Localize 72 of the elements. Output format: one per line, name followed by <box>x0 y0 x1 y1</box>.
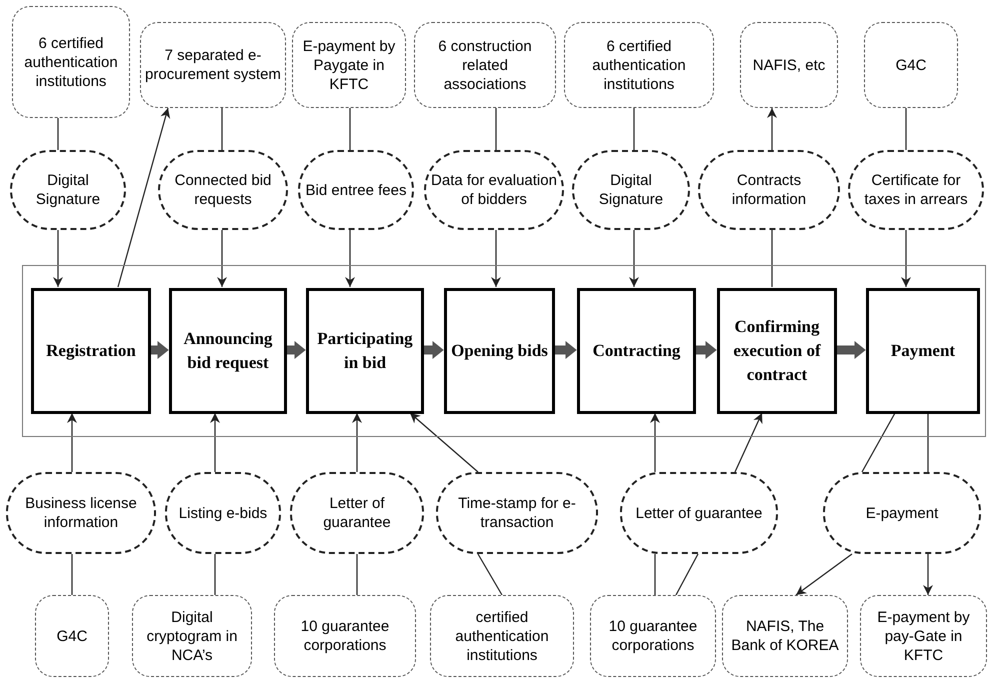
dashed-box: 6 certified authentication institutions <box>12 6 130 118</box>
arrow <box>767 108 777 150</box>
block-arrow <box>286 340 306 360</box>
dashed-box: 10 guarantee corporations <box>590 595 716 677</box>
arrow <box>650 413 660 472</box>
block-arrow <box>150 340 169 360</box>
arrow <box>923 554 933 595</box>
dashed-rounded-box: Bid entree fees <box>298 150 414 230</box>
connector-line <box>905 108 907 150</box>
dashed-rounded-box: Contracts information <box>698 150 840 230</box>
dashed-box: G4C <box>864 22 958 108</box>
connector-line <box>71 554 73 595</box>
dashed-rounded-box: Digital Signature <box>572 150 690 230</box>
arrow <box>629 230 639 287</box>
connector-line <box>356 554 358 595</box>
arrow <box>491 230 501 287</box>
dashed-box: 6 certified authentication institutions <box>564 22 714 108</box>
arrow <box>117 108 170 288</box>
process-box: Opening bids <box>444 288 555 414</box>
dashed-rounded-box: Letter of guarantee <box>620 472 778 554</box>
block-arrow <box>422 340 444 360</box>
process-box: Announcing bid request <box>169 288 287 414</box>
dashed-box: 10 guarantee corporations <box>274 595 416 677</box>
block-arrow <box>554 340 577 360</box>
connector-line <box>221 108 223 150</box>
dashed-box: E-payment by pay-Gate in KFTC <box>860 595 987 677</box>
connector-line <box>927 413 929 472</box>
connector-line <box>675 554 699 596</box>
connector-line <box>771 230 773 287</box>
arrow <box>410 412 478 472</box>
dashed-box: certified authentication institutions <box>430 595 574 677</box>
arrow <box>67 413 77 472</box>
process-box: Confirming execution of contract <box>717 288 837 414</box>
dashed-rounded-box: Data for evaluation of bidders <box>424 150 564 230</box>
connector-line <box>861 412 896 472</box>
dashed-rounded-box: Digital Signature <box>10 150 126 230</box>
dashed-box: Digital cryptogram in NCA’s <box>132 595 252 677</box>
connector-line <box>633 108 635 150</box>
frame-box <box>22 265 986 437</box>
connector-line <box>495 108 497 150</box>
dashed-rounded-box: Letter of guarantee <box>290 472 424 554</box>
dashed-box: NAFIS, The Bank of KOREA <box>722 595 848 677</box>
block-arrow <box>836 340 866 360</box>
dashed-rounded-box: Listing e-bids <box>165 472 281 554</box>
connector-line <box>349 108 351 150</box>
arrow <box>796 554 852 596</box>
arrow <box>217 230 227 287</box>
dashed-box: NAFIS, etc <box>740 22 838 108</box>
arrow <box>734 412 763 472</box>
process-box: Contracting <box>577 288 696 414</box>
block-arrow <box>694 340 717 360</box>
dashed-box: 7 separated e-procurement system <box>140 22 286 108</box>
arrow <box>345 230 355 287</box>
dashed-rounded-box: E-payment <box>823 472 981 554</box>
connector-line <box>654 554 656 595</box>
dashed-box: 6 construction related associations <box>414 22 556 108</box>
arrow <box>53 230 63 287</box>
connector-line <box>477 554 503 596</box>
dashed-rounded-box: Business license information <box>6 472 156 554</box>
process-box: Participating in bid <box>306 288 424 414</box>
connector-line <box>57 118 59 150</box>
dashed-box: E-payment by Paygate in KFTC <box>292 22 406 108</box>
dashed-rounded-box: Certificate for taxes in arrears <box>848 150 984 230</box>
process-box: Registration <box>31 288 151 414</box>
process-box: Payment <box>866 288 980 414</box>
dashed-rounded-box: Time-stamp for e-transaction <box>436 472 598 554</box>
arrow <box>901 230 911 287</box>
connector-line <box>214 554 216 595</box>
dashed-rounded-box: Connected bid requests <box>158 150 288 230</box>
arrow <box>210 413 220 472</box>
arrow <box>352 413 362 472</box>
dashed-box: G4C <box>35 595 109 677</box>
